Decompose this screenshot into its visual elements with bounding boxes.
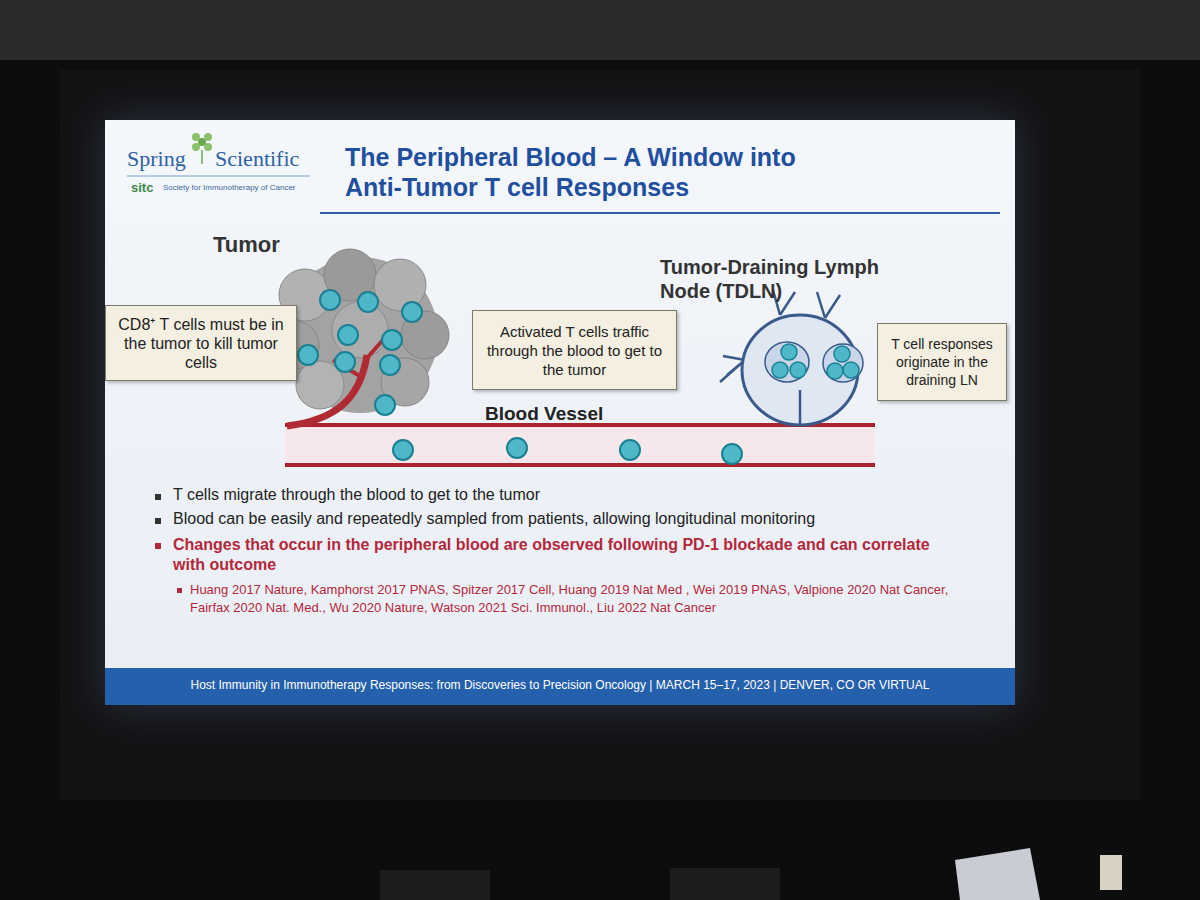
flower-petal xyxy=(192,133,200,141)
t-cell xyxy=(298,345,318,365)
bullet-text: Changes that occur in the peripheral blo… xyxy=(173,535,943,575)
t-cell xyxy=(393,440,413,460)
t-cell xyxy=(320,290,340,310)
efferent-lymphatic xyxy=(799,390,802,425)
t-cell xyxy=(722,444,742,464)
chair-back xyxy=(670,868,780,900)
slide-title: The Peripheral Blood – A Window into Ant… xyxy=(345,142,845,202)
t-cell xyxy=(827,363,843,379)
flower-petal xyxy=(204,143,212,151)
footer-text: Host Immunity in Immunotherapy Responses… xyxy=(115,678,1005,692)
lymph-node xyxy=(720,290,863,425)
logo-rule xyxy=(127,176,310,177)
t-cell xyxy=(843,362,859,378)
title-rule xyxy=(320,212,1000,214)
flower-petal xyxy=(192,143,200,151)
logo-word: Spring xyxy=(127,146,186,172)
flower-stem xyxy=(201,150,203,164)
node-capsule xyxy=(742,315,858,425)
follicle xyxy=(823,344,863,382)
callout-box: CD8⁺ T cells must be in the tumor to kil… xyxy=(105,305,297,381)
vessel-wall xyxy=(285,463,875,467)
bullet-marker xyxy=(155,518,161,524)
blood-vessel-band: Blood Vessel xyxy=(285,403,875,473)
t-cells-in-node xyxy=(772,344,859,379)
bullet-text: Blood can be easily and repeatedly sampl… xyxy=(173,510,993,528)
bullet-marker xyxy=(177,588,182,593)
t-cell xyxy=(375,395,395,415)
flower-petal xyxy=(204,133,212,141)
presentation-slide: The Peripheral Blood – A Window into Ant… xyxy=(105,120,1015,705)
node-text: Tumor xyxy=(213,232,280,258)
chair-back xyxy=(380,870,490,900)
screen-frame xyxy=(60,70,1140,800)
callout-box: T cell responses originate in the draini… xyxy=(877,323,1007,401)
t-cell xyxy=(790,362,806,378)
t-cell xyxy=(380,355,400,375)
node-text: CD8⁺ T cells must be in the tumor to kil… xyxy=(112,315,290,372)
vessel-lumen xyxy=(285,425,875,465)
footer-bar xyxy=(105,668,1015,705)
t-cell xyxy=(781,344,797,360)
bullet-marker xyxy=(155,543,161,549)
logo-subtitle: Society for Immunotherapy of Cancer xyxy=(163,183,296,192)
logo-flower xyxy=(192,133,212,164)
t-cell xyxy=(338,325,358,345)
t-cell xyxy=(772,362,788,378)
t-cell xyxy=(335,352,355,372)
t-cell xyxy=(834,346,850,362)
bullet-marker xyxy=(155,494,161,500)
t-cell xyxy=(382,330,402,350)
laptop-screen xyxy=(955,848,1040,900)
t-cells-in-blood xyxy=(393,438,742,464)
node-text: Activated T cells traffic through the bl… xyxy=(479,322,670,379)
cup xyxy=(1100,855,1122,890)
reference-list: Huang 2017 Nature, Kamphorst 2017 PNAS, … xyxy=(190,581,980,617)
bullet-text: T cells migrate through the blood to get… xyxy=(173,486,973,504)
logo-word: Scientific xyxy=(215,146,299,172)
logo-abbreviation: sitc xyxy=(131,180,153,195)
follicle xyxy=(765,342,809,382)
callout-box: Activated T cells traffic through the bl… xyxy=(472,310,677,390)
t-cell xyxy=(507,438,527,458)
node-text: Blood Vessel xyxy=(485,403,603,425)
ceiling xyxy=(0,0,1200,60)
t-cell xyxy=(402,302,422,322)
t-cell xyxy=(620,440,640,460)
tumor-cell xyxy=(332,302,388,358)
t-cells-in-tumor xyxy=(298,290,422,415)
node-text: T cell responses originate in the draini… xyxy=(884,335,1000,389)
t-cell xyxy=(358,292,378,312)
lymph-node-node: Tumor-Draining Lymph Node (TDLN) xyxy=(650,255,890,465)
node-text: Tumor-Draining Lymph Node (TDLN) xyxy=(660,255,880,303)
